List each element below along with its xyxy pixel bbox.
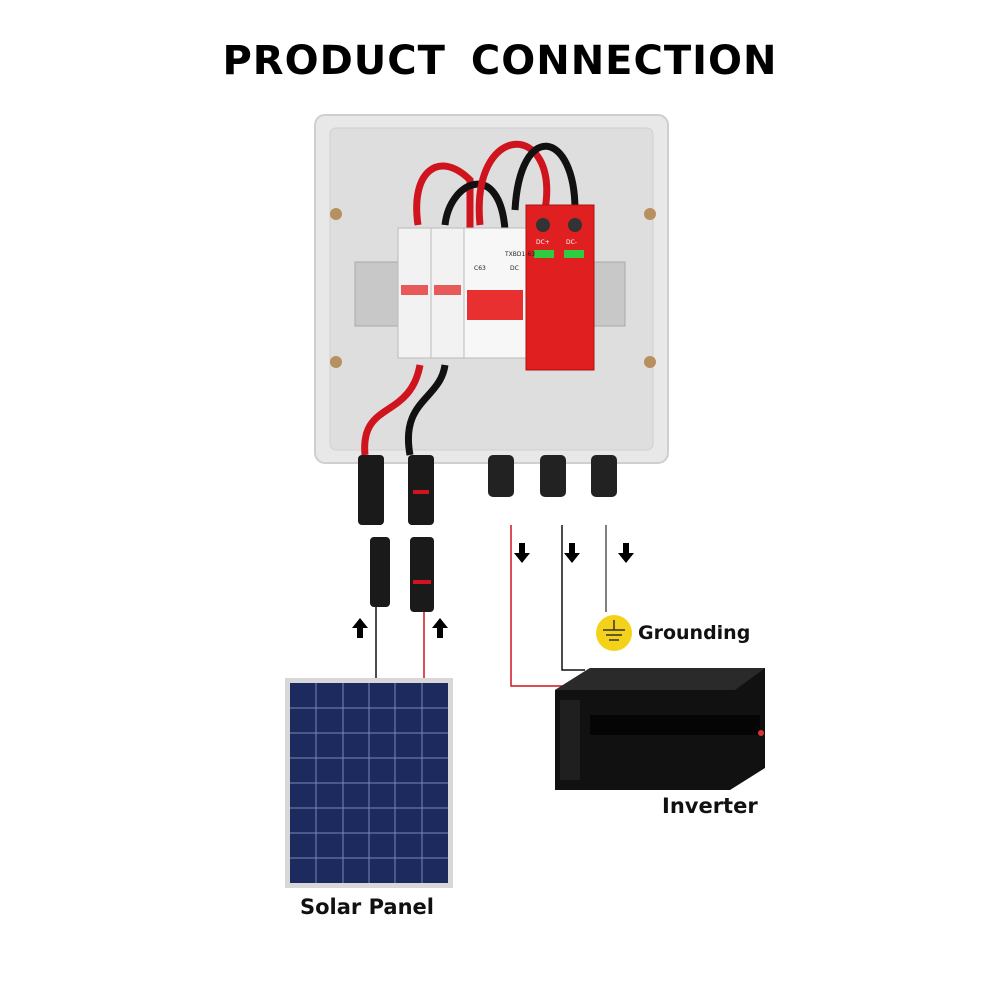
arrow-up-icon: [432, 618, 448, 638]
page-title: PRODUCT CONNECTION: [222, 38, 778, 84]
inverter-label: Inverter: [662, 794, 758, 818]
spd-terminal-negative: DC-: [566, 239, 577, 246]
solar-panel-image: [285, 678, 453, 888]
arrow-down-icon: [564, 543, 580, 563]
surge-protector: [525, 204, 595, 371]
combiner-box: TXBD1-63 C63 DC DC+ DC-: [314, 114, 669, 464]
cable-glands: [488, 455, 617, 497]
positive-wire-inverter: [510, 525, 572, 687]
negative-wire-inverter: [561, 525, 585, 671]
breaker-rating: C63: [474, 265, 486, 272]
ground-icon: [596, 615, 632, 651]
mc4-connectors-loose: [370, 537, 434, 612]
arrow-down-icon: [618, 543, 634, 563]
breaker-model: TXBD1-63: [504, 251, 535, 258]
grounding-label: Grounding: [638, 622, 751, 644]
arrow-up-icon: [352, 618, 368, 638]
breaker-type: DC: [510, 265, 519, 272]
spd-terminal-positive: DC+: [536, 239, 550, 246]
mc4-connectors-box: [358, 455, 434, 525]
inverter-image: [555, 668, 765, 790]
arrow-down-icon: [514, 543, 530, 563]
solar-panel-label: Solar Panel: [300, 895, 434, 919]
